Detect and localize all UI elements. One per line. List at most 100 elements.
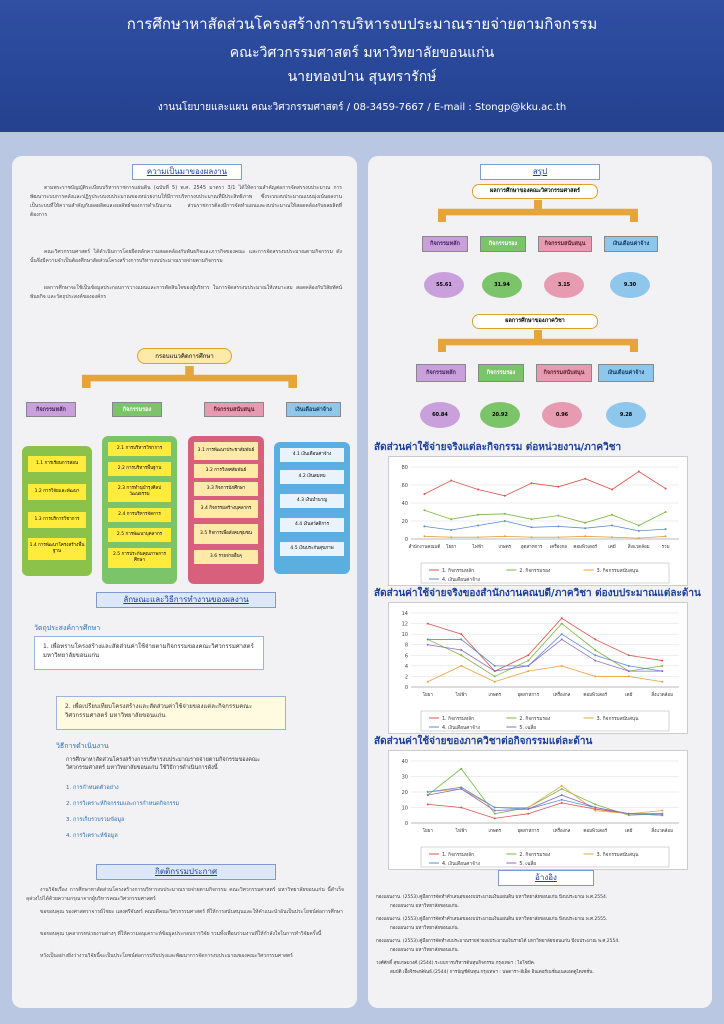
data-point — [594, 638, 597, 641]
legend-label: 5. เฉลี่ย — [519, 860, 536, 867]
data-point — [560, 801, 563, 804]
data-point — [493, 817, 496, 820]
series-line — [424, 509, 666, 526]
data-point — [423, 493, 426, 495]
data-point — [450, 536, 453, 539]
x-tick-label: สำนักงานคณบดี — [408, 543, 440, 550]
data-point — [594, 649, 597, 651]
faculty-value-support: 3.15 — [544, 272, 584, 298]
framework-title: กรอบแนวคิดการศึกษา — [137, 348, 232, 364]
reference-item: กองแผนงาน. (2553).คู่มือการจัดทำคำเสนอขอ… — [376, 917, 608, 922]
data-point — [493, 675, 496, 678]
objective-1: 1. เพื่อทราบโครงสร้างและสัดส่วนค่าใช้จ่า… — [34, 636, 264, 670]
faculty-result-title: ผลการศึกษาของคณะวิศวกรรมศาสตร์ — [472, 184, 598, 199]
x-tick-label: คอมพิวเตอร์ — [583, 691, 607, 698]
dept-connector — [438, 330, 638, 352]
data-point — [664, 511, 667, 513]
category-support: กิจกรรมสนับสนุน — [204, 402, 264, 417]
legend-label: 4. เงินเดือนค่าจ้าง — [442, 724, 480, 731]
background-paragraph-2: คณะวิศวกรรมศาสตร์ ได้ดำเนินการโดยยึดหลัก… — [30, 249, 342, 264]
x-tick-label: เคมี — [608, 544, 616, 550]
data-point — [460, 786, 463, 789]
secondary-item: 2.4 การบริหารจัดการ — [108, 508, 171, 522]
data-point — [560, 622, 563, 625]
background-paragraph-3: ผลการศึกษาจะใช้เป็นข้อมูลประกอบการวางแผน… — [30, 285, 342, 300]
data-point — [594, 809, 597, 812]
data-point — [503, 512, 506, 515]
data-point — [450, 479, 453, 482]
data-point — [560, 633, 563, 636]
data-point — [493, 680, 496, 683]
ack-paragraph: งานวิจัยเรื่อง การศึกษาหาสัดส่วนโครงสร้า… — [26, 887, 344, 902]
support-item: 3.3 กิจการนักศึกษา — [194, 482, 258, 496]
data-point — [560, 617, 563, 620]
legend-label: 4. เงินเดือนค่าจ้าง — [442, 576, 480, 583]
x-tick-label: ไฟฟ้า — [455, 692, 468, 698]
data-point — [530, 482, 533, 485]
data-point — [477, 524, 479, 527]
category-main: กิจกรรมหลัก — [26, 402, 76, 417]
data-point — [426, 794, 429, 797]
data-point — [527, 670, 530, 673]
salary-item: 4.3 เงินบำนาญ — [280, 494, 344, 508]
legend-label: 3. กิจกรรมสนับสนุน — [597, 568, 639, 574]
secondary-item: 2.5 การพัฒนาบุคลากร — [108, 528, 171, 542]
faculty-category: กิจกรรมหลัก — [422, 236, 468, 252]
data-point — [584, 535, 587, 538]
y-tick-label: 0 — [405, 685, 408, 691]
support-item: 3.6 รายจ่ายอื่นๆ — [194, 550, 258, 564]
y-tick-label: 40 — [402, 759, 408, 765]
secondary-item: 2.1 การบริหารวิชาการ — [108, 442, 171, 456]
data-point — [423, 535, 426, 538]
data-point — [527, 806, 530, 809]
procedure-step: 4. การวิเคราะห์ข้อมูล — [66, 833, 118, 839]
data-point — [661, 814, 664, 817]
series-line — [424, 520, 666, 532]
y-tick-label: 0 — [405, 537, 408, 543]
data-point — [527, 664, 530, 667]
data-point — [637, 524, 640, 527]
x-tick-label: ไฟฟ้า — [455, 828, 468, 834]
data-point — [426, 791, 429, 793]
series-line — [427, 665, 663, 683]
legend-label: 2. กิจกรรมรอง — [519, 568, 550, 574]
y-tick-label: 0 — [405, 821, 408, 827]
dept-result-title: ผลการศึกษาของภาควิชา — [472, 314, 598, 329]
series-line — [427, 788, 663, 815]
data-point — [560, 798, 563, 801]
x-tick-label: เคมี — [625, 692, 633, 698]
main-item: 1.4 การพัฒนาโครงสร้างพื้นฐาน — [28, 538, 86, 560]
data-point — [423, 525, 426, 528]
data-point — [637, 470, 640, 473]
background-title: ความเป็นมาของผลงาน — [132, 164, 242, 180]
data-point — [594, 654, 597, 657]
faculty-category: เงินเดือนค่าจ้าง — [604, 236, 658, 252]
data-point — [460, 664, 463, 667]
data-point — [627, 814, 630, 817]
x-tick-label: คอมพิวเตอร์ — [583, 827, 607, 834]
data-point — [460, 649, 463, 651]
reference-item: กองแผนงาน มหาวิทยาลัยขอนแก่น. — [390, 948, 459, 953]
faculty-category: กิจกรรมรอง — [480, 236, 526, 252]
data-point — [661, 812, 664, 815]
support-item: 3.4 กิจกรรมสร้างบุคลากร — [194, 500, 258, 518]
data-point — [584, 527, 587, 530]
main-item: 1.3 การบริการวิชาการ — [28, 512, 86, 528]
reference-item: สมบัติ เอื้อจิรพงษ์พันธ์.(2544) การบัญชี… — [390, 970, 594, 975]
data-point — [664, 535, 667, 538]
chart-activity-ratio: 020406080สำนักงานคณบดีโยธาไฟฟ้าเกษตรอุตส… — [388, 456, 688, 586]
data-point — [611, 524, 613, 527]
data-point — [627, 670, 630, 673]
y-tick-label: 20 — [402, 790, 408, 796]
right-panel: สรุป ผลการศึกษาของคณะวิศวกรรมศาสตร์ กิจก… — [368, 156, 712, 1008]
main-item: 1.1 การเรียนการสอน — [28, 456, 86, 472]
x-tick-label: อุตสาหการ — [517, 828, 539, 834]
faculty-name: คณะวิศวกรรมศาสตร์ มหาวิทยาลัยขอนแก่น — [229, 45, 495, 61]
acknowledgement-title: กิตติกรรมประกาศ — [96, 864, 276, 880]
data-point — [661, 680, 664, 683]
x-tick-label: เครื่องกล — [550, 543, 568, 550]
data-point — [584, 521, 587, 524]
procedure-step: 2. การวิเคราะห์กิจกรรมและการกำหนดกิจกรรม — [66, 801, 180, 807]
y-tick-label: 6 — [405, 653, 408, 659]
author-name: นายทองปาน สุนทรารักษ์ — [287, 69, 437, 85]
